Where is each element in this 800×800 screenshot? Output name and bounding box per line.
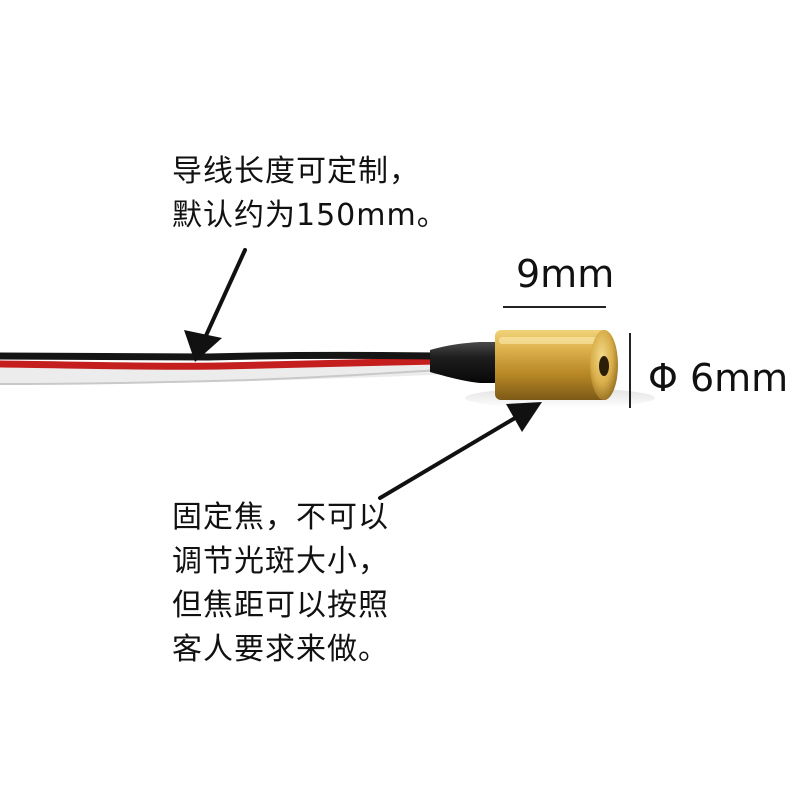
cable-note-line-2: 默认约为150mm。 (172, 198, 448, 233)
cable-note-line-1: 导线长度可定制， (172, 154, 420, 189)
focus-pointer-arrow-head (506, 402, 542, 432)
focus-note-line-3: 但焦距可以按照 (172, 588, 389, 623)
laser-aperture (599, 356, 609, 376)
focus-note: 固定焦，不可以 调节光斑大小， 但焦距可以按照 客人要求来做。 (172, 496, 389, 672)
focus-pointer-arrow-shaft (378, 416, 517, 500)
length-dimension-label: 9mm (516, 252, 615, 296)
black-wire (0, 351, 444, 361)
brass-housing (495, 330, 610, 400)
white-wire-edge (0, 369, 441, 385)
heat-shrink-sleeve (430, 342, 497, 383)
cable-pointer-arrow-shaft (202, 248, 247, 342)
red-wire (0, 357, 442, 370)
cable-length-note: 导线长度可定制， 默认约为150mm。 (172, 150, 448, 238)
focus-note-line-4: 客人要求来做。 (172, 632, 389, 667)
diameter-dimension-label: Φ 6mm (648, 356, 789, 400)
focus-note-line-1: 固定焦，不可以 (172, 500, 389, 535)
brass-highlight (499, 337, 606, 344)
cable-pointer-arrow-head (184, 330, 222, 362)
focus-note-line-2: 调节光斑大小， (172, 544, 389, 579)
